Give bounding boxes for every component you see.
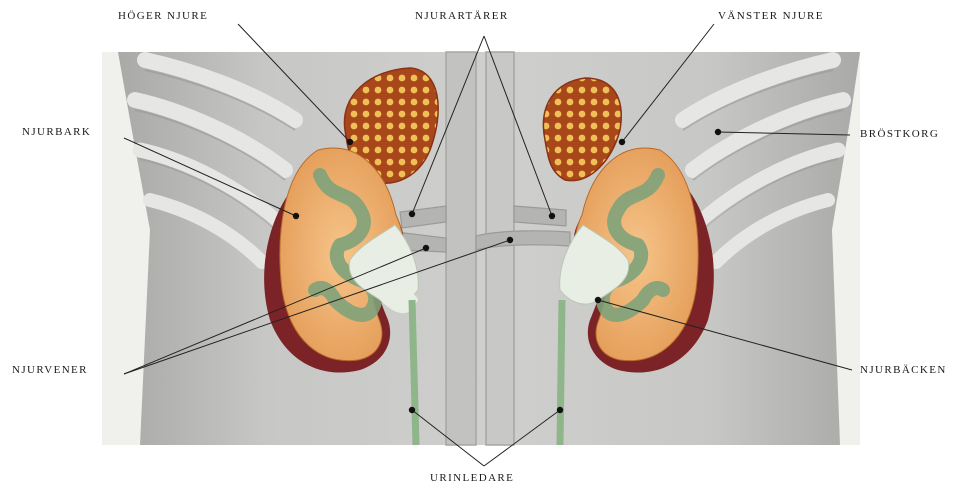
aorta xyxy=(486,52,514,445)
ureter-left xyxy=(560,300,562,445)
ureter-right xyxy=(412,300,416,445)
label-njurbacken: NJURBÄCKEN xyxy=(860,364,947,376)
label-njurvener: NJURVENER xyxy=(12,364,88,376)
label-njurartarer: NJURARTÄRER xyxy=(415,10,509,22)
label-vanster-njure: VÄNSTER NJURE xyxy=(718,10,824,22)
label-njurbark: NJURBARK xyxy=(22,126,91,138)
label-hoger-njure: HÖGER NJURE xyxy=(118,10,208,22)
label-brostkorg: BRÖSTKORG xyxy=(860,128,939,140)
vena-cava xyxy=(446,52,476,445)
label-urinledare: URINLEDARE xyxy=(430,472,514,484)
